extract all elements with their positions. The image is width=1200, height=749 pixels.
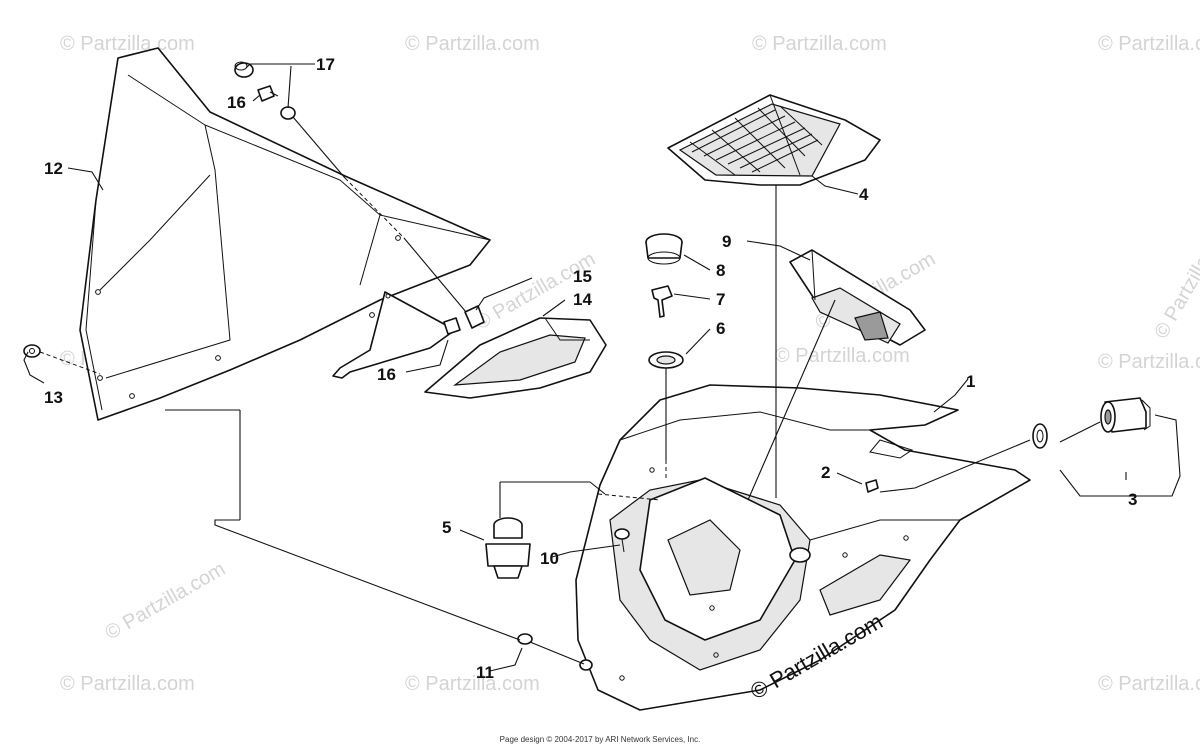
callout-1: 1	[966, 372, 975, 391]
watermark-text: © Partzilla.com	[1098, 33, 1200, 55]
watermark-text: © Partzilla.com	[102, 558, 230, 644]
callout-14: 14	[573, 290, 592, 309]
callout-4: 4	[859, 185, 869, 204]
callout-9: 9	[722, 232, 731, 251]
callout-10: 10	[540, 549, 559, 568]
callout-13: 13	[44, 388, 63, 407]
callout-8: 8	[716, 261, 725, 280]
callout-6: 6	[716, 319, 725, 338]
part-1-hood	[575, 384, 1031, 711]
part-7-key	[651, 285, 673, 318]
part-8-key-cap	[645, 233, 683, 265]
callout-labels: 1 2 3 4 5 6 7 8 9 10 11 12 13 14 15 16 1…	[44, 55, 1137, 682]
part-15-spacer	[464, 305, 485, 329]
part-13-fastener	[23, 344, 41, 358]
callout-12: 12	[44, 159, 63, 178]
watermark-text: © Partzilla.com	[60, 33, 195, 55]
watermark-text: © Partzilla.com	[405, 673, 540, 695]
watermark-text: © Partzilla.com	[1150, 215, 1200, 343]
callout-5: 5	[442, 518, 451, 537]
watermark-text: © Partzilla.com	[60, 673, 195, 695]
part-16-screw-upper	[257, 85, 279, 102]
part-12-windshield	[79, 47, 491, 421]
watermark-text: © Partzilla.com	[1098, 351, 1200, 373]
part-2-screw	[865, 479, 879, 493]
callout-16-upper: 16	[227, 93, 246, 112]
part-16-screw-lower	[443, 317, 461, 335]
leader-lines	[23, 63, 1181, 672]
watermark-text: © Partzilla.com	[1098, 673, 1200, 695]
callout-15: 15	[573, 267, 592, 286]
part-14-deflector	[424, 317, 607, 399]
windshield-bracket	[332, 291, 456, 379]
footer-copyright: Page design © 2004-2017 by ARI Network S…	[500, 735, 701, 744]
callout-7: 7	[716, 290, 725, 309]
part-10-screw	[614, 528, 630, 553]
callout-16-lower: 16	[377, 365, 396, 384]
part-5-ignition-switch	[485, 517, 531, 579]
watermark-text: © Partzilla.com	[775, 345, 910, 367]
callout-2: 2	[821, 463, 830, 482]
part-17-grommet-a	[234, 61, 254, 78]
part-4-storage-tray	[667, 94, 881, 186]
callout-17: 17	[316, 55, 335, 74]
watermark-text: © Partzilla.com	[752, 33, 887, 55]
watermark-text: © Partzilla.com	[405, 33, 540, 55]
callout-11: 11	[476, 663, 494, 682]
part-11-fastener	[517, 633, 593, 671]
part-3-power-outlet	[1032, 397, 1151, 449]
callout-3: 3	[1128, 490, 1137, 509]
part-6-seal-ring	[648, 351, 684, 369]
